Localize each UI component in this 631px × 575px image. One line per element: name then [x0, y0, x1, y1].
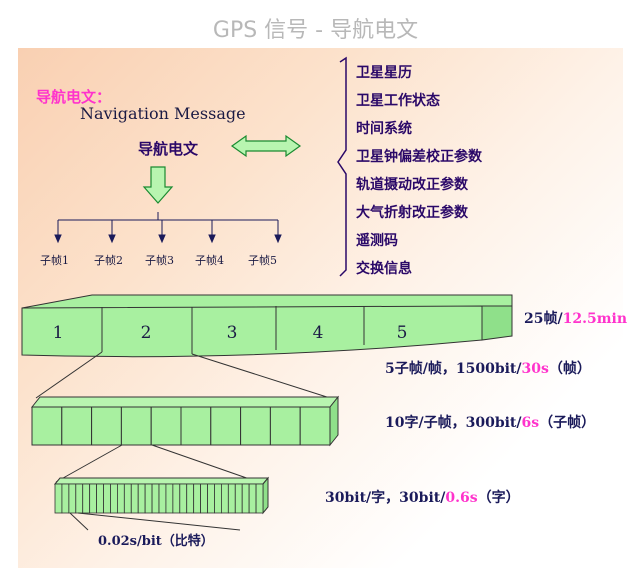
subframe-label-1: 子帧1: [40, 254, 69, 267]
word-bit-cell: [117, 483, 125, 514]
nav-message-center-label: 导航电文: [138, 140, 199, 158]
subframe-word-cell: [269, 406, 301, 446]
frame-row: 1 2 3 4 5: [21, 294, 513, 358]
content-item-health: 卫星工作状态: [356, 93, 440, 109]
tree-arrowhead-5: [274, 234, 282, 244]
tree-arrowhead-2: [108, 234, 116, 244]
subframe-word-cell: [240, 406, 271, 446]
frame-row-side: [481, 305, 513, 341]
word-bit-cell: [103, 483, 111, 514]
subframe-label-2: 子帧2: [94, 254, 123, 267]
frame-label-1: 1: [53, 323, 64, 343]
word-bit-cell: [130, 483, 139, 514]
word-bit-cell: [165, 483, 174, 514]
word-bit-cell: [248, 483, 257, 514]
subframe-spec: 10字/子帧，300bit/6s（子帧）: [385, 415, 596, 431]
frame-row-front: [21, 305, 483, 358]
content-item-clock-correction: 卫星钟偏差校正参数: [356, 149, 482, 165]
content-item-handover: 交换信息: [356, 261, 412, 277]
subframe-cells-row: [30, 395, 340, 447]
subframe-word-cell: [210, 406, 242, 446]
word-bit-cell: [255, 483, 264, 514]
bit-line-right: [77, 512, 241, 531]
frame-spec: 5子帧/帧，1500bit/30s（帧）: [385, 361, 591, 377]
word-spec: 30bit/字，30bit/0.6s（字）: [325, 490, 520, 506]
word-bit-cell: [144, 483, 153, 514]
word-bit-cell: [234, 483, 243, 514]
subframe-tree: [54, 212, 282, 244]
subframe-word-cell: [180, 406, 212, 446]
tree-arrowhead-1: [54, 234, 62, 244]
subframe-label-4: 子帧4: [195, 254, 224, 267]
page-title: GPS 信号 - 导航电文: [212, 18, 419, 43]
zoom-line-right-2: [151, 444, 259, 483]
nav-message-heading: 导航电文：: [36, 88, 112, 106]
zoom-line-left-1: [35, 351, 103, 399]
word-bit-cell: [207, 483, 215, 514]
content-item-telemetry: 遥测码: [356, 233, 398, 249]
frame-label-4: 4: [313, 323, 324, 343]
down-arrow-icon: [142, 166, 174, 204]
zoom-line-right-1: [191, 353, 331, 399]
tree-arrowhead-4: [208, 234, 216, 244]
bit-label: 0.02s/bit（比特）: [98, 534, 214, 549]
word-bit-cell: [123, 483, 132, 514]
word-bit-cell: [89, 483, 97, 514]
word-bit-cell: [61, 483, 70, 514]
word-row-top: [53, 477, 270, 485]
word-bit-cell: [241, 483, 250, 514]
word-cells-row: [53, 476, 270, 515]
word-bit-cell: [179, 483, 188, 514]
subframe-word-cell: [61, 406, 93, 446]
nav-message-english: Navigation Message: [80, 104, 246, 123]
content-item-atmosphere: 大气折射改正参数: [356, 205, 468, 221]
word-bit-cell: [137, 483, 146, 514]
subframe-label-5: 子帧5: [248, 254, 277, 267]
zoom-line-left-2: [55, 444, 123, 483]
double-arrow-icon: [230, 134, 302, 158]
subframe-word-cell: [150, 406, 182, 446]
word-row-side: [262, 476, 269, 515]
word-bit-cell: [82, 483, 91, 514]
frame-row-spec: 25帧/12.5min: [524, 311, 628, 327]
word-bit-cell: [75, 483, 84, 514]
frame-label-2: 2: [141, 323, 152, 343]
frame-label-5: 5: [397, 323, 408, 343]
content-item-time-system: 时间系统: [356, 121, 412, 137]
content-item-orbit-perturbation: 轨道摄动改正参数: [356, 177, 468, 193]
subframe-word-cell: [120, 406, 152, 446]
contents-bracket: [337, 56, 347, 277]
word-bit-cell: [186, 483, 195, 514]
word-bit-cell: [54, 483, 63, 514]
subframe-word-cell: [31, 406, 63, 446]
word-bit-cell: [220, 483, 229, 514]
tree-arrowhead-3: [158, 234, 166, 244]
word-bit-cell: [227, 483, 236, 514]
word-bit-cell: [151, 483, 160, 514]
word-bit-cell: [110, 483, 118, 514]
frame-label-3: 3: [227, 323, 238, 343]
content-item-ephemeris: 卫星星历: [356, 65, 412, 81]
word-bit-cell: [214, 483, 222, 514]
word-bit-cell: [200, 483, 208, 514]
subframe-label-3: 子帧3: [145, 254, 174, 267]
word-bit-cell: [172, 483, 181, 514]
bit-line-left: [69, 512, 89, 531]
word-bit-cell: [96, 483, 104, 514]
word-bit-cell: [158, 483, 167, 514]
subframe-row-top: [30, 396, 340, 408]
subframe-word-cell: [299, 406, 331, 446]
word-bit-cell: [193, 483, 201, 514]
word-bit-cell: [68, 483, 77, 514]
subframe-word-cell: [91, 406, 122, 446]
